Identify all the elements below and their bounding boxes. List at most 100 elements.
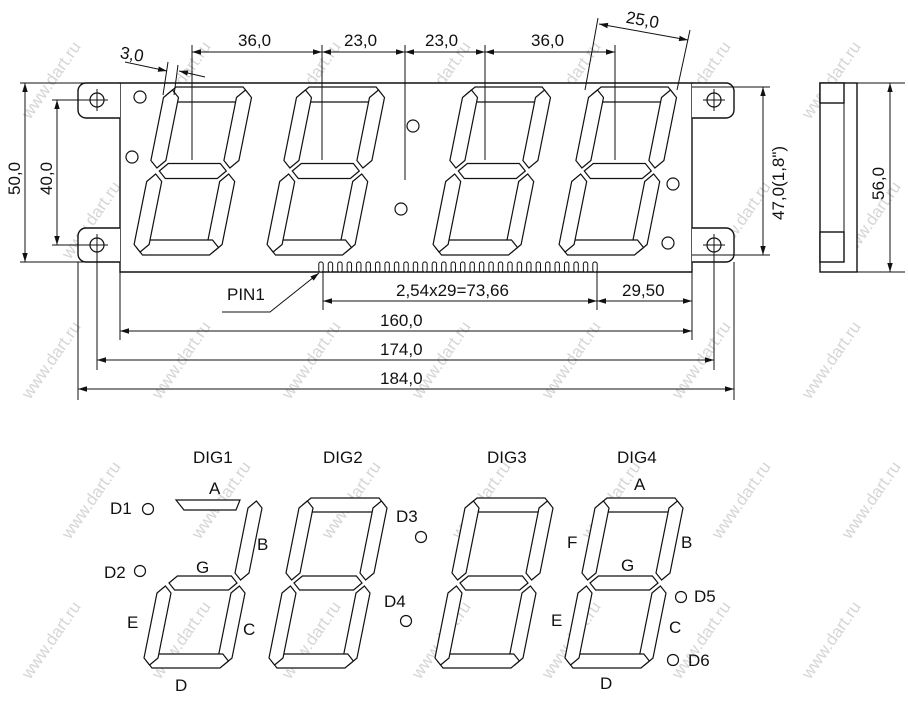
segment-e — [266, 173, 296, 253]
pin — [441, 261, 447, 273]
schematic-digit-3 — [434, 497, 554, 669]
dp-dot — [125, 150, 139, 164]
dim-184: 184,0 — [380, 369, 423, 388]
segment-e — [133, 173, 163, 253]
dim-25: 25,0 — [625, 8, 661, 32]
segment-b — [234, 500, 263, 581]
display-digit-2 — [266, 86, 386, 256]
segment-b — [522, 89, 552, 169]
segment-b — [655, 500, 684, 581]
dp-dot — [133, 90, 147, 104]
segment-b — [223, 89, 253, 169]
dig3-label: DIG3 — [487, 448, 527, 467]
segment-e — [434, 585, 463, 666]
pin — [526, 261, 532, 273]
dot-d3-label: D3 — [396, 507, 418, 526]
schematic-digit-1 — [143, 500, 263, 669]
dp-dot — [661, 236, 675, 250]
dot-d2-label: D2 — [104, 563, 126, 582]
watermark-text: www.dart.ru — [797, 318, 865, 403]
led-dots — [125, 90, 680, 250]
dim-56: 56,0 — [869, 167, 888, 200]
segment-b — [356, 89, 386, 169]
dp-dot — [399, 614, 413, 628]
dp-dot — [414, 530, 428, 544]
watermark-text: www.dart.ru — [797, 598, 865, 683]
dimension-lines — [22, 22, 893, 392]
pins — [318, 261, 598, 273]
segment-f — [451, 500, 480, 581]
dp-dot — [674, 590, 688, 604]
pin — [318, 261, 324, 273]
segment-c — [638, 585, 667, 666]
top-digits — [133, 86, 678, 256]
segment-g — [459, 575, 529, 591]
pin — [488, 261, 494, 273]
pin — [507, 261, 513, 273]
side-view — [819, 82, 858, 273]
pin — [545, 261, 551, 273]
segment-b — [648, 89, 678, 169]
pin — [592, 261, 598, 273]
pin — [412, 261, 419, 273]
dig1-seg-d: D — [175, 676, 187, 695]
dim-29-50: 29,50 — [622, 281, 665, 300]
display-body — [77, 82, 735, 273]
dig4-seg-f: F — [567, 533, 577, 552]
dig4-seg-e: E — [551, 611, 562, 630]
dig4-label: DIG4 — [617, 448, 657, 467]
segment-f — [150, 89, 180, 169]
segment-e — [564, 585, 593, 666]
dimension-labels: 3,0 36,0 23,0 23,0 36,0 25,0 50,0 40,0 4… — [5, 8, 888, 388]
segment-c — [217, 585, 246, 666]
dp-dot — [666, 653, 680, 667]
segment-g — [168, 575, 238, 591]
segment-g — [583, 162, 653, 180]
dot-d5-label: D5 — [694, 587, 716, 606]
dot-d1-label: D1 — [110, 499, 132, 518]
segment-g — [457, 162, 527, 180]
pin — [460, 261, 466, 273]
dig1-label: DIG1 — [193, 448, 233, 467]
dig1-seg-c: C — [243, 620, 255, 639]
dim-23-left: 23,0 — [344, 31, 377, 50]
segment-f — [575, 89, 605, 169]
segment-g — [293, 575, 363, 591]
dp-dot — [666, 177, 680, 191]
dig1-seg-b: B — [257, 535, 268, 554]
pin — [327, 261, 334, 273]
schematic-labels: DIG1 DIG2 DIG3 DIG4 A B G E C D D1 D2 D3… — [104, 448, 716, 695]
schematic-digit-4 — [564, 497, 684, 669]
watermark-text: www.dart.ru — [707, 458, 775, 543]
segment-e — [558, 173, 588, 253]
dim-23-right: 23,0 — [425, 31, 458, 50]
segment-e — [268, 585, 297, 666]
dim-50: 50,0 — [5, 162, 24, 195]
segment-g — [589, 575, 659, 591]
dig4-seg-c: C — [669, 618, 681, 637]
pin — [356, 261, 362, 273]
dig4-seg-a: A — [634, 475, 646, 494]
pin — [469, 261, 475, 273]
segment-f — [581, 500, 610, 581]
schematic-digit-2 — [268, 497, 388, 669]
pin1-label: PIN1 — [227, 285, 265, 304]
segment-a — [174, 499, 241, 511]
pin — [384, 261, 390, 273]
dp-dot — [141, 502, 155, 516]
segment-f — [285, 500, 314, 581]
pin — [478, 261, 485, 273]
dig4-seg-b: B — [681, 533, 692, 552]
dim-47: 47,0(1,8") — [769, 146, 788, 220]
pin — [563, 261, 570, 273]
pin — [582, 261, 589, 273]
pin — [422, 261, 428, 273]
segment-e — [432, 173, 462, 253]
dig4-seg-d: D — [600, 674, 612, 693]
pin — [516, 261, 523, 273]
pin — [337, 261, 343, 273]
pin — [365, 261, 371, 273]
watermark-text: www.dart.ru — [17, 318, 85, 403]
segment-e — [143, 585, 172, 666]
